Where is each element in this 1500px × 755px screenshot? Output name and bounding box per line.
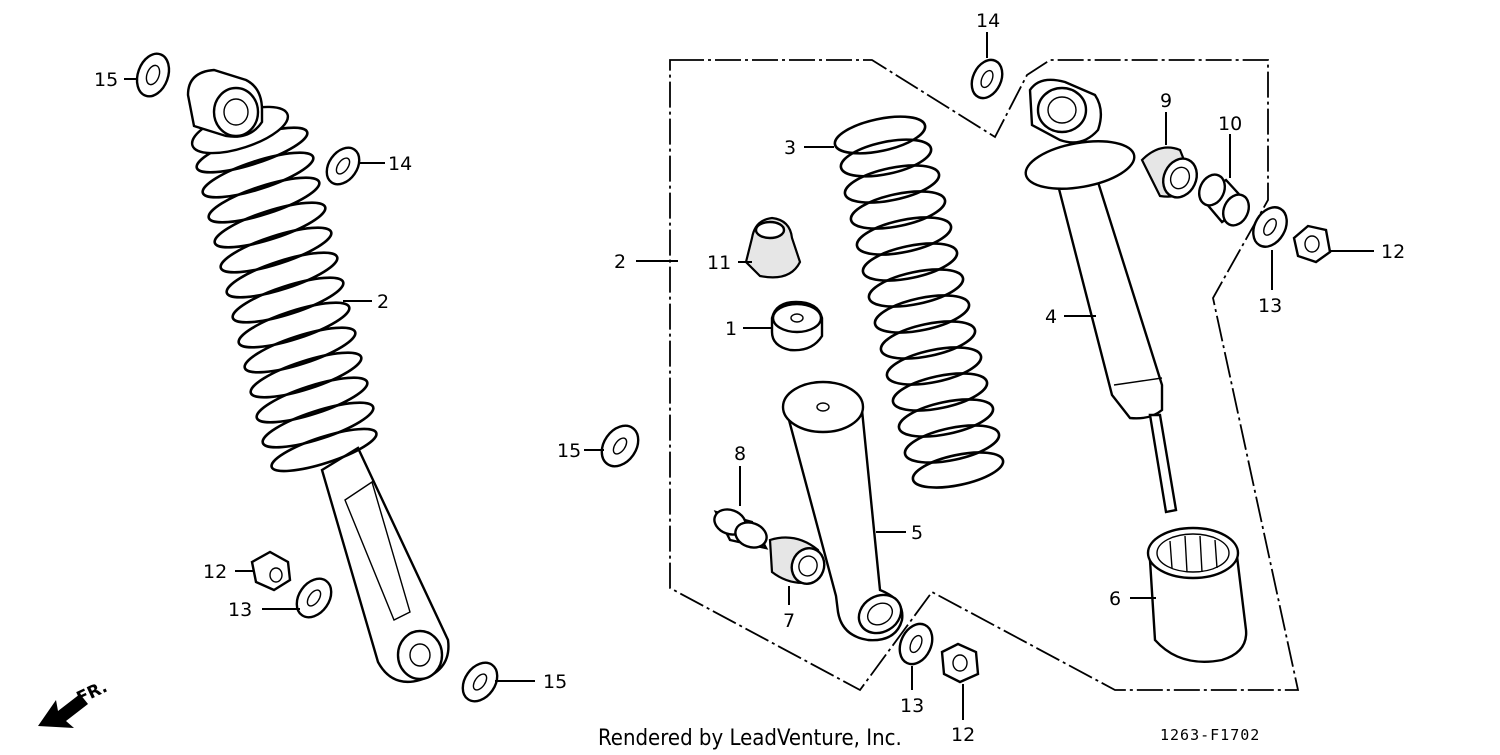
callout-14-left: 14 xyxy=(388,153,412,175)
top-washer xyxy=(970,58,1004,100)
callout-3: 3 xyxy=(784,137,796,159)
bottom-washer xyxy=(898,622,934,666)
upper-bushing xyxy=(1140,146,1198,199)
assembled-shock-absorber xyxy=(186,68,450,684)
callout-2-left: 2 xyxy=(377,291,389,313)
callout-4: 4 xyxy=(1045,306,1057,328)
assembled-spring xyxy=(195,126,378,473)
callout-11: 11 xyxy=(707,252,731,274)
left-washer-top xyxy=(135,52,171,98)
callout-5: 5 xyxy=(911,522,923,544)
left-nut xyxy=(250,550,292,592)
callout-15-right: 15 xyxy=(557,440,581,462)
mid-washer xyxy=(600,424,640,468)
callout-9: 9 xyxy=(1160,90,1172,112)
callout-13-right-top: 13 xyxy=(1258,295,1282,317)
upper-washer xyxy=(1252,206,1288,248)
render-credit: Rendered by LeadVenture, Inc. xyxy=(598,726,902,751)
lower-bushing xyxy=(768,536,826,585)
callout-14-right: 14 xyxy=(976,10,1000,32)
coil-spring xyxy=(833,115,1005,489)
callout-12-right-top: 12 xyxy=(1381,241,1405,263)
left-washer-mid xyxy=(325,146,361,186)
left-washer-bottom xyxy=(461,661,499,703)
callout-12-bottom: 12 xyxy=(951,724,975,746)
lower-collar xyxy=(713,508,769,550)
damper-unit xyxy=(1024,78,1178,514)
upper-collar xyxy=(1197,173,1251,227)
callout-2-right: 2 xyxy=(614,251,626,273)
bump-stop xyxy=(744,216,802,279)
direction-marker-label: FR. xyxy=(74,677,111,708)
spacer xyxy=(770,300,824,352)
callout-12-left: 12 xyxy=(203,561,227,583)
bottom-nut xyxy=(940,642,980,684)
upper-nut xyxy=(1292,224,1332,264)
front-direction-arrow-icon xyxy=(38,694,88,728)
callout-15-left-top: 15 xyxy=(94,69,118,91)
callout-13-left: 13 xyxy=(228,599,252,621)
lower-mount xyxy=(781,380,904,642)
left-washer-low xyxy=(295,577,333,619)
callout-8: 8 xyxy=(734,443,746,465)
callout-10: 10 xyxy=(1218,113,1242,135)
spring-cover xyxy=(1146,526,1248,663)
diagram-code: 1263-F1702 xyxy=(1160,726,1260,744)
callout-15-left-bottom: 15 xyxy=(543,671,567,693)
callout-6: 6 xyxy=(1109,588,1121,610)
callout-1: 1 xyxy=(725,318,737,340)
assembly-boundary xyxy=(669,59,1300,692)
callout-7: 7 xyxy=(783,610,795,632)
callout-13-bottom: 13 xyxy=(900,695,924,717)
